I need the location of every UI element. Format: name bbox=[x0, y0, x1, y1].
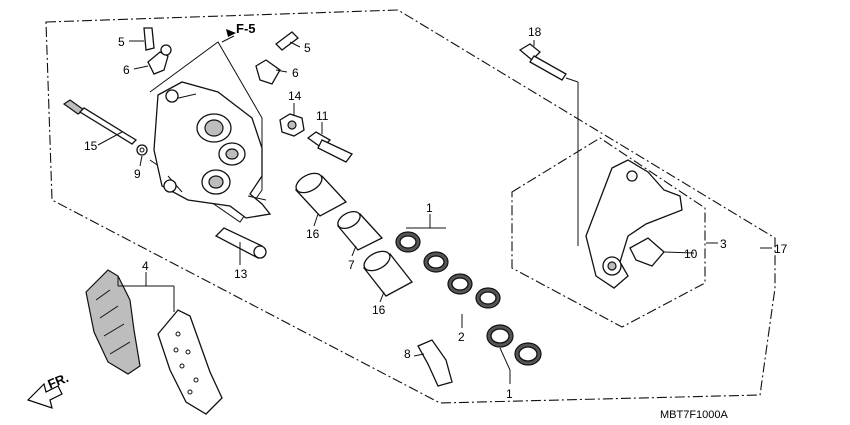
washer-9 bbox=[136, 144, 148, 156]
leader-lines bbox=[97, 35, 772, 384]
bolt-18 bbox=[518, 43, 567, 81]
bleeder-screw-5-right bbox=[275, 31, 299, 51]
retainer-10 bbox=[629, 237, 665, 267]
bleeder-screw-5-left bbox=[143, 27, 155, 51]
bleeder-cap-6-right bbox=[255, 59, 281, 85]
pin-13 bbox=[214, 227, 267, 259]
seal-set-1-top bbox=[395, 231, 449, 273]
diagram-code: MBT7F1000A bbox=[660, 409, 729, 421]
assembly-frame bbox=[45, 9, 776, 404]
piston-7 bbox=[336, 210, 384, 251]
callout-13: 13 bbox=[234, 267, 248, 281]
callout-6-right: 6 bbox=[292, 66, 299, 80]
direction-label: FR. bbox=[46, 370, 71, 392]
callout-9: 9 bbox=[134, 167, 141, 181]
callout-15: 15 bbox=[84, 139, 98, 153]
brake-pad-4-right bbox=[157, 309, 223, 415]
pad-spring-8 bbox=[417, 339, 453, 387]
callout-17: 17 bbox=[774, 242, 788, 256]
bracket-frame bbox=[511, 137, 706, 328]
callout-11: 11 bbox=[316, 109, 329, 123]
callout-6-left: 6 bbox=[123, 63, 130, 77]
callout-7: 7 bbox=[348, 258, 355, 272]
reference-arrow bbox=[226, 29, 236, 37]
caliper-body bbox=[153, 81, 272, 219]
callout-1-top: 1 bbox=[426, 201, 433, 215]
caliper-bracket-3 bbox=[585, 159, 683, 289]
reference-label: F-5 bbox=[236, 21, 256, 36]
callout-10: 10 bbox=[684, 247, 698, 261]
callout-16-bottom: 16 bbox=[372, 303, 386, 317]
callout-5-right: 5 bbox=[304, 41, 311, 55]
callout-4: 4 bbox=[142, 259, 149, 273]
callout-14: 14 bbox=[288, 89, 302, 103]
seal-set-2 bbox=[447, 273, 501, 309]
seal-set-1-bottom bbox=[486, 324, 542, 366]
callout-labels: 5 6 5 6 14 11 15 9 13 16 7 16 1 2 1 8 4 … bbox=[46, 21, 788, 421]
nut-14 bbox=[279, 113, 305, 137]
callout-5-left: 5 bbox=[118, 35, 125, 49]
pin-bolt-15 bbox=[62, 99, 138, 145]
slide-pin-11 bbox=[306, 131, 354, 163]
callout-3: 3 bbox=[720, 237, 727, 251]
callout-1-bottom: 1 bbox=[506, 387, 513, 401]
bleeder-cap-6-left bbox=[147, 44, 172, 75]
callout-18: 18 bbox=[528, 25, 542, 39]
washer-9-hole bbox=[139, 147, 145, 153]
piston-16-bottom bbox=[363, 250, 413, 297]
callout-16-top: 16 bbox=[306, 227, 320, 241]
callout-8: 8 bbox=[404, 347, 411, 361]
front-direction-arrow bbox=[26, 382, 63, 409]
callout-2: 2 bbox=[458, 330, 465, 344]
piston-16-top bbox=[294, 172, 348, 217]
brake-pad-4-left bbox=[85, 269, 141, 375]
